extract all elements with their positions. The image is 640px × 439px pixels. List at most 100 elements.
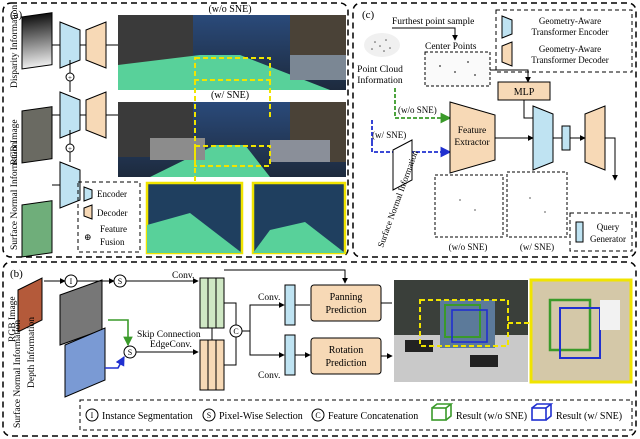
scene-w-sne — [118, 102, 346, 177]
legend-concat-icon — [311, 408, 325, 422]
legend-ga-decoder-icon — [501, 41, 513, 67]
svg-text:S: S — [128, 348, 132, 357]
decoder-mid — [85, 91, 107, 139]
svg-text:+: + — [68, 74, 72, 82]
conv-feature-stack — [199, 277, 225, 329]
legend-decoder: Decoder — [97, 208, 127, 218]
fps-arrow — [392, 27, 458, 41]
encoder-rgb — [59, 91, 81, 139]
surface-normal-cloud — [392, 139, 413, 191]
disparity-label: Disparity Information — [9, 5, 20, 88]
point-cloud-label-1: Point Cloud — [357, 65, 403, 75]
encoder-normal — [59, 161, 81, 209]
surface-normal-image-a — [21, 200, 53, 258]
result-cloud-w — [506, 171, 568, 238]
rgb-image-b — [17, 277, 43, 333]
svg-text:Geometry-Aware: Geometry-Aware — [539, 16, 601, 26]
feature-extractor — [449, 101, 496, 174]
disparity-image — [21, 12, 53, 70]
legend-pixelwise: Pixel-Wise Selection — [219, 411, 303, 422]
legend-instance: Instance Segmentation — [102, 411, 193, 422]
panel-a: (a) Disparity Information RGB Image Surf… — [2, 2, 349, 258]
point-cloud-image — [364, 33, 400, 57]
svg-text:I: I — [70, 277, 73, 286]
ga-encoder — [532, 105, 554, 171]
highlight-connector — [194, 80, 271, 183]
svg-text:Geometry-Aware: Geometry-Aware — [539, 44, 601, 54]
legend-result-wo-icon — [431, 403, 454, 421]
surface-normal-label-b: Surface Normal Information — [12, 320, 23, 428]
skip-label: Skip Connection — [137, 330, 201, 340]
panel-b: (b) RGB Image Depth Information Surface … — [2, 261, 637, 437]
depth-label: Depth Information — [26, 317, 37, 388]
scene-wo-sne — [118, 15, 346, 90]
point-cloud-label-2: Information — [357, 75, 403, 86]
svg-text:Prediction: Prediction — [325, 305, 366, 316]
svg-text:S: S — [118, 277, 122, 286]
legend-fusion-2: Fusion — [100, 237, 125, 247]
query-generator-legend — [569, 212, 633, 252]
panel-c: (c) Furthest point sample Point Cloud In… — [352, 2, 637, 258]
surface-normal-label-a: Surface Normal Information — [9, 142, 20, 250]
feature-extractor-2: Extractor — [454, 138, 490, 148]
conv-top-label: Conv. — [172, 271, 194, 281]
result-zoom — [529, 278, 633, 384]
green-arrow — [394, 88, 452, 124]
query-token — [561, 125, 571, 151]
legend-encoder: Encoder — [97, 189, 127, 199]
decoder-top — [85, 21, 107, 69]
legend-c: Geometry-Aware Transformer Encoder Geome… — [495, 9, 633, 73]
svg-text:C: C — [315, 411, 320, 420]
legend-fusion-1: Feature — [100, 224, 127, 234]
conv-block-panning — [284, 284, 296, 326]
svg-text:I: I — [91, 411, 94, 420]
svg-text:Panning: Panning — [330, 292, 363, 303]
result-photo — [394, 280, 528, 382]
surface-normal-image-b — [64, 327, 106, 398]
conv-block-rotation — [284, 334, 296, 376]
legend-concat: Feature Concatenation — [328, 411, 418, 422]
rgb-label-a: RGB Image — [10, 119, 20, 165]
edgeconv-feature-stack — [199, 339, 225, 391]
svg-text:Generator: Generator — [590, 234, 626, 244]
rgb-label-b: RGB Image — [8, 296, 18, 342]
panel-a-frame — [2, 2, 349, 258]
svg-text:Transformer Encoder: Transformer Encoder — [532, 27, 609, 37]
legend-result-wo: Result (w/o SNE) — [456, 411, 527, 422]
panel-b-label: (b) — [10, 268, 23, 280]
svg-text:Transformer Decoder: Transformer Decoder — [531, 55, 608, 65]
green-depth-arrow — [108, 319, 133, 347]
mlp-label: MLP — [514, 87, 535, 98]
svg-text:S: S — [207, 411, 211, 420]
query-generator-icon — [575, 221, 584, 243]
panel-a-label: (a) — [10, 9, 23, 21]
edgeconv-label: EdgeConv. — [150, 340, 192, 350]
fps-label: Furthest point sample — [392, 17, 474, 27]
legend-result-w: Result (w/ SNE) — [556, 411, 622, 422]
encoder-disparity — [59, 21, 81, 69]
blue-normal-arrow — [105, 355, 125, 369]
feature-extractor-1: Feature — [458, 126, 487, 136]
blue-arrow — [371, 142, 452, 158]
rgb-image-a — [21, 106, 53, 164]
legend-fusion-icon: ⊕ — [84, 232, 92, 242]
legend-b: I Instance Segmentation S Pixel-Wise Sel… — [79, 399, 633, 431]
title-w-sne: (w/ SNE) — [211, 90, 249, 101]
legend-result-w-icon — [531, 403, 554, 421]
wo-sne-label: (w/o SNE) — [398, 105, 437, 115]
result-label-w: (w/ SNE) — [520, 242, 554, 252]
ga-decoder — [584, 105, 606, 171]
svg-text:Query: Query — [597, 222, 620, 232]
center-points-box — [424, 51, 491, 87]
title-wo-sne: (w/o SNE) — [208, 4, 251, 15]
center-points-label: Center Points — [425, 42, 477, 52]
w-sne-label: (w/ SNE) — [372, 130, 406, 140]
conv-bot-label: Conv. — [258, 371, 280, 381]
conv-mid-label: Conv. — [258, 293, 280, 303]
legend-a: Encoder Decoder ⊕ Feature Fusion — [77, 181, 141, 253]
result-label-wo: (w/o SNE) — [449, 242, 488, 252]
svg-text:Prediction: Prediction — [325, 358, 366, 369]
legend-ga-encoder-icon — [501, 15, 513, 39]
svg-text:C: C — [233, 327, 238, 336]
